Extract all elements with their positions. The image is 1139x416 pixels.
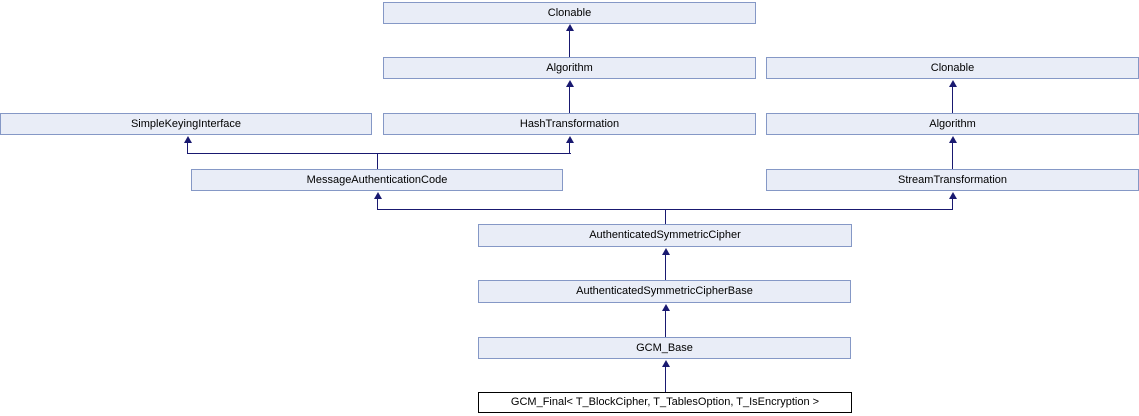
class-node-algorithm-left[interactable]: Algorithm xyxy=(383,57,756,79)
class-node-hash-transformation[interactable]: HashTransformation xyxy=(383,113,756,135)
inheritance-edge-line xyxy=(665,250,666,280)
arrowhead-icon xyxy=(565,80,574,87)
class-node-clonable-right[interactable]: Clonable xyxy=(766,57,1139,79)
inheritance-edge-line xyxy=(377,153,378,169)
arrowhead-icon xyxy=(565,24,574,31)
arrowhead-icon xyxy=(661,304,670,311)
arrowhead-icon xyxy=(948,80,957,87)
arrowhead-icon xyxy=(373,192,382,199)
class-node-gcm-final: GCM_Final< T_BlockCipher, T_TablesOption… xyxy=(478,392,852,413)
inheritance-edge-line xyxy=(187,138,188,154)
class-node-gcm-base[interactable]: GCM_Base xyxy=(478,337,851,359)
class-node-message-authentication-code[interactable]: MessageAuthenticationCode xyxy=(191,169,563,191)
inheritance-edge-line xyxy=(665,209,666,224)
inheritance-edge-line xyxy=(377,194,378,209)
inheritance-edge-line xyxy=(665,306,666,337)
arrowhead-icon xyxy=(661,360,670,367)
class-node-clonable-top[interactable]: Clonable xyxy=(383,2,756,24)
class-node-authenticated-symmetric-cipher[interactable]: AuthenticatedSymmetricCipher xyxy=(478,224,852,247)
arrowhead-icon xyxy=(948,136,957,143)
inheritance-edge-line xyxy=(569,138,570,153)
arrowhead-icon xyxy=(948,192,957,199)
inheritance-edge-line xyxy=(569,82,570,113)
class-node-algorithm-right[interactable]: Algorithm xyxy=(766,113,1139,135)
arrowhead-icon xyxy=(183,136,192,143)
inheritance-edge-line xyxy=(952,194,953,209)
inheritance-edge-line xyxy=(952,138,953,169)
arrowhead-icon xyxy=(565,136,574,143)
inheritance-edge-line xyxy=(665,362,666,392)
inheritance-edge-line xyxy=(187,153,571,154)
class-node-simple-keying-interface[interactable]: SimpleKeyingInterface xyxy=(0,113,372,135)
class-node-authenticated-symmetric-cipher-base[interactable]: AuthenticatedSymmetricCipherBase xyxy=(478,280,851,303)
inheritance-edge-line xyxy=(952,82,953,113)
arrowhead-icon xyxy=(661,248,670,255)
inheritance-edge-line xyxy=(569,26,570,57)
class-node-stream-transformation[interactable]: StreamTransformation xyxy=(766,169,1139,191)
